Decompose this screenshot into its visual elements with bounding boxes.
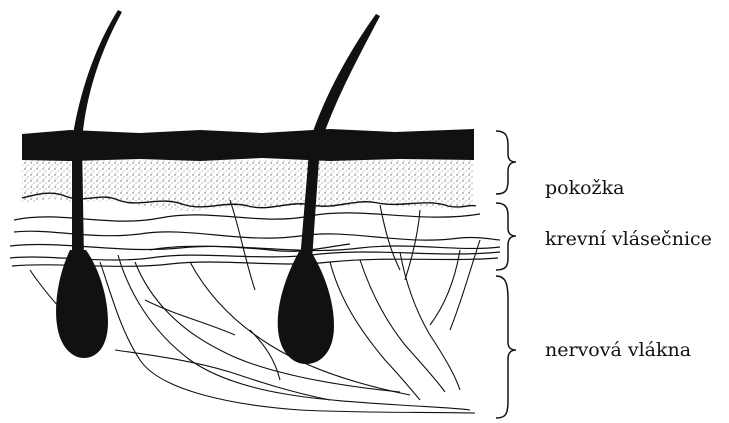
- brace-capillaries: [496, 203, 516, 270]
- brace-nerves: [496, 276, 516, 418]
- label-capillaries: krevní vlásečnice: [545, 230, 712, 249]
- hair-follicle-right: [278, 250, 334, 364]
- epidermis-band: [22, 129, 474, 161]
- label-nerve-fibers: nervová vlákna: [545, 341, 691, 360]
- brace-skin: [496, 131, 516, 194]
- layer-braces: [496, 131, 516, 418]
- label-skin: pokožka: [545, 179, 624, 198]
